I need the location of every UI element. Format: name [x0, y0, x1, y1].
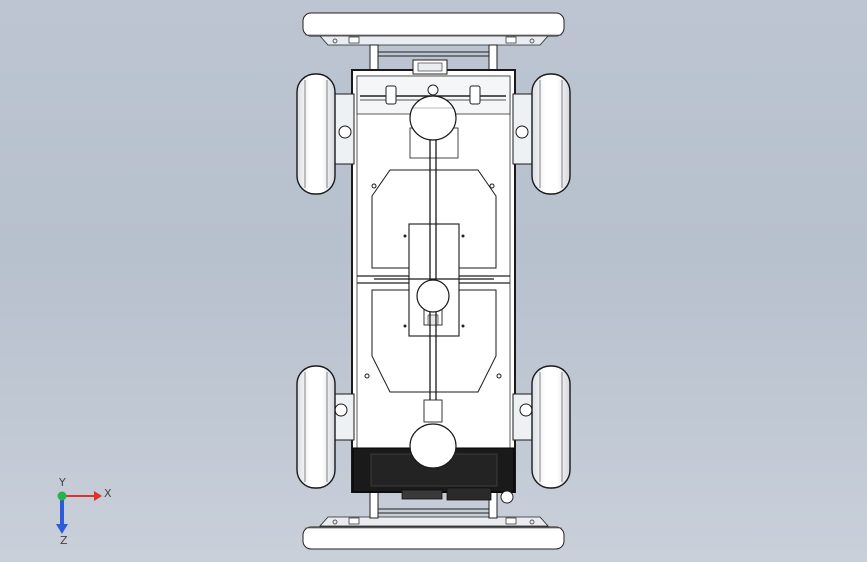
- wheel-front-left[interactable]: [296, 73, 336, 195]
- front-bumper[interactable]: [302, 12, 565, 46]
- y-axis-dot: [57, 491, 67, 501]
- wheel-front-right[interactable]: [531, 73, 571, 195]
- x-axis-arrow: [62, 491, 102, 501]
- wheel-rear-right[interactable]: [531, 365, 571, 489]
- x-axis-label: X: [104, 487, 112, 500]
- y-axis-label: Y: [58, 478, 66, 489]
- drive-shafts: [374, 128, 494, 406]
- rear-floor-plate[interactable]: [364, 289, 502, 393]
- z-axis-label: Z: [60, 534, 68, 547]
- front-differential[interactable]: [409, 95, 457, 141]
- center-differential[interactable]: [416, 279, 450, 313]
- orientation-triad[interactable]: X Y Z: [44, 478, 114, 548]
- rear-bumper[interactable]: [302, 516, 565, 550]
- wheel-rear-left[interactable]: [296, 365, 336, 489]
- z-axis-arrow: [56, 496, 68, 534]
- rear-differential[interactable]: [409, 399, 457, 469]
